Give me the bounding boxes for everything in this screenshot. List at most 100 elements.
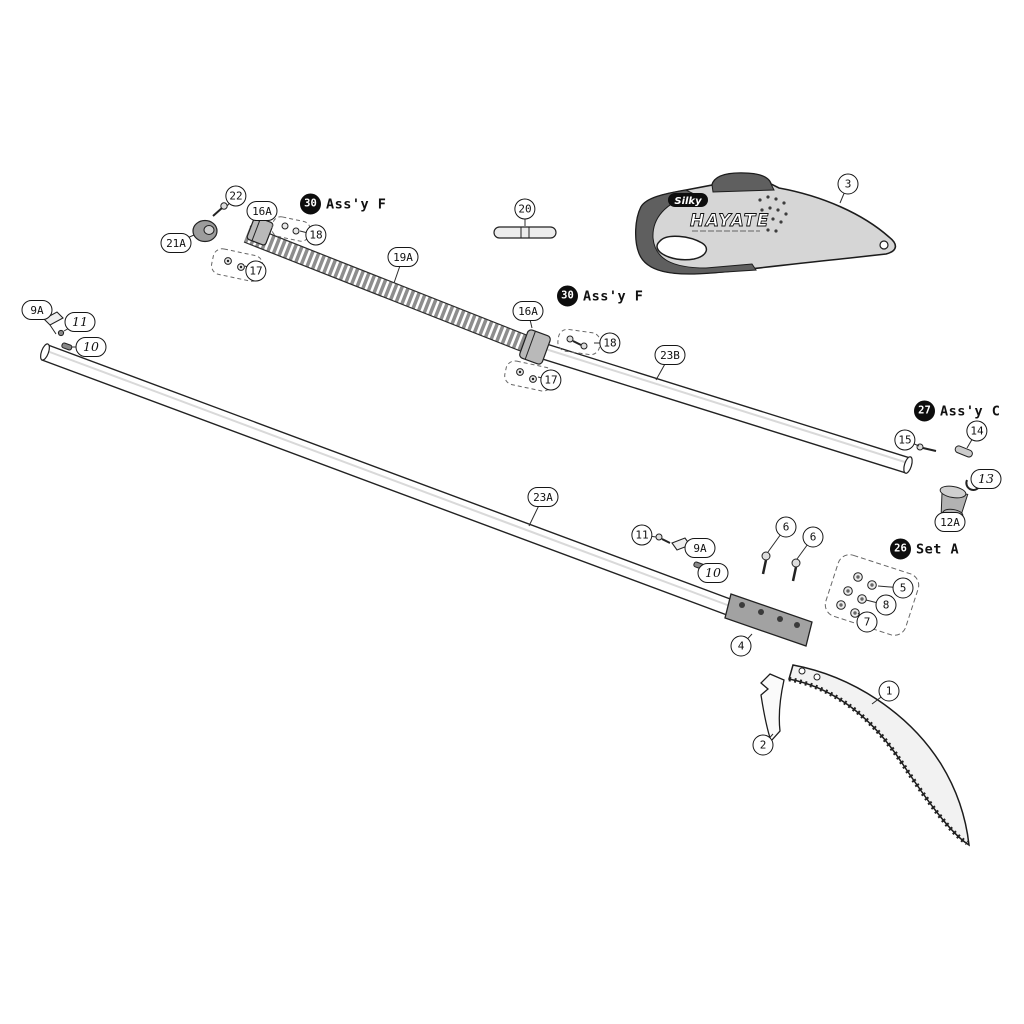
callout-bubble: 6 xyxy=(802,526,824,548)
callout-bubble: 18 xyxy=(599,332,621,354)
callout-bubble: 23B xyxy=(654,345,686,365)
bolt-part-6-right xyxy=(791,558,801,582)
callout-bubble: 19A xyxy=(387,247,419,267)
screw-part-22 xyxy=(212,202,228,217)
callout-6-27: 6 xyxy=(802,526,824,548)
assembly-label: Ass'y C xyxy=(940,403,1001,419)
callout-bubble: 17 xyxy=(540,369,562,391)
callout-19A-6: 19A xyxy=(387,247,419,267)
callout-7-31: 7 xyxy=(856,611,878,633)
callout-23A-22: 23A xyxy=(527,487,559,507)
callout-bubble: 15 xyxy=(894,429,916,451)
callout-18-14: 18 xyxy=(599,332,621,354)
bracket-part-4 xyxy=(724,593,813,647)
callout-2-33: 2 xyxy=(752,734,774,756)
callout-bubble: 1 xyxy=(878,680,900,702)
callout-bubble: 6 xyxy=(775,516,797,538)
pin-part-14 xyxy=(954,445,973,458)
callout-5-29: 5 xyxy=(892,577,914,599)
model-name-text: HAYATE xyxy=(690,211,770,231)
hook-part-9A-left xyxy=(43,311,64,335)
callout-30-2: 30 Ass'y F xyxy=(300,193,387,215)
callout-27-17: 27 Ass'y C xyxy=(914,400,1001,422)
callout-bubble: 16A xyxy=(512,301,544,321)
callout-bubble: 17 xyxy=(245,260,267,282)
callout-bubble: 9A xyxy=(21,300,53,320)
callout-bubble: 18 xyxy=(305,224,327,246)
callout-1-34: 1 xyxy=(878,680,900,702)
callout-30-12: 30 Ass'y F xyxy=(557,285,644,307)
bolt-set-part-18-mid xyxy=(557,328,601,356)
callout-bubble: 26 xyxy=(890,538,911,560)
collar-part-16A-top xyxy=(246,216,274,246)
callout-14-19: 14 xyxy=(966,420,988,442)
pin-part-11-left xyxy=(57,329,65,337)
handle-thumb-hump xyxy=(711,172,775,193)
callout-bubble: 12A xyxy=(934,512,966,532)
tube-part-20 xyxy=(493,226,557,239)
handle-finger-hole xyxy=(656,235,708,261)
callout-3-8: 3 xyxy=(837,173,859,195)
callout-15-18: 15 xyxy=(894,429,916,451)
callout-bubble: 11 xyxy=(64,312,96,332)
hardware-set-A xyxy=(824,554,920,636)
end-cap-part-21A xyxy=(192,219,218,243)
callout-bubble: 30 xyxy=(557,285,578,307)
saw-handle-part-3: Silky HAYATE xyxy=(635,172,897,275)
callout-bubble: 9A xyxy=(684,538,716,558)
callout-11-23: 11 xyxy=(631,524,653,546)
callout-20-7: 20 xyxy=(514,198,536,220)
callout-bubble: 2 xyxy=(752,734,774,756)
callout-17-15: 17 xyxy=(540,369,562,391)
callout-bubble: 10 xyxy=(697,563,729,583)
saw-blade-part-1 xyxy=(788,664,970,847)
callout-26-28: 26 Set A xyxy=(890,538,960,560)
callout-10-11: 10 xyxy=(75,337,107,357)
callout-4-32: 4 xyxy=(730,635,752,657)
assembly-label: Ass'y F xyxy=(583,288,644,304)
callout-23B-16: 23B xyxy=(654,345,686,365)
callout-bubble: 16A xyxy=(246,201,278,221)
handle-grip xyxy=(635,189,757,275)
collar-part-16A-mid xyxy=(519,329,551,365)
callout-6-26: 6 xyxy=(775,516,797,538)
callout-bubble: 7 xyxy=(856,611,878,633)
callout-22-0: 22 xyxy=(225,185,247,207)
callout-21A-1: 21A xyxy=(160,233,192,253)
callout-bubble: 13 xyxy=(970,469,1002,489)
bolt-part-6-left xyxy=(761,551,771,575)
callout-bubble: 3 xyxy=(837,173,859,195)
callout-18-4: 18 xyxy=(305,224,327,246)
callout-13-20: 13 xyxy=(970,469,1002,489)
assembly-label: Ass'y F xyxy=(326,196,387,212)
callout-bubble: 5 xyxy=(892,577,914,599)
blade-teeth xyxy=(788,676,969,845)
callout-bubble: 14 xyxy=(966,420,988,442)
handle-grip-dots xyxy=(758,195,788,233)
callout-16A-3: 16A xyxy=(246,201,278,221)
assembly-label: Set A xyxy=(916,541,960,557)
callout-bubble: 27 xyxy=(914,400,935,422)
callout-bubble: 23A xyxy=(527,487,559,507)
pin-part-10-left xyxy=(61,342,73,351)
callout-17-5: 17 xyxy=(245,260,267,282)
spring-part-19A xyxy=(243,225,535,355)
callout-10-25: 10 xyxy=(697,563,729,583)
callout-bubble: 21A xyxy=(160,233,192,253)
callout-9A-9: 9A xyxy=(21,300,53,320)
screw-set-part-17-mid xyxy=(504,360,554,392)
callout-bubble: 11 xyxy=(631,524,653,546)
callout-bubble: 4 xyxy=(730,635,752,657)
handle-lanyard-hole xyxy=(879,240,889,250)
callout-8-30: 8 xyxy=(875,594,897,616)
callout-bubble: 30 xyxy=(300,193,321,215)
callout-9A-24: 9A xyxy=(684,538,716,558)
callout-16A-13: 16A xyxy=(512,301,544,321)
silky-logo-text: Silky xyxy=(674,196,702,207)
callout-bubble: 20 xyxy=(514,198,536,220)
callout-bubble: 8 xyxy=(875,594,897,616)
